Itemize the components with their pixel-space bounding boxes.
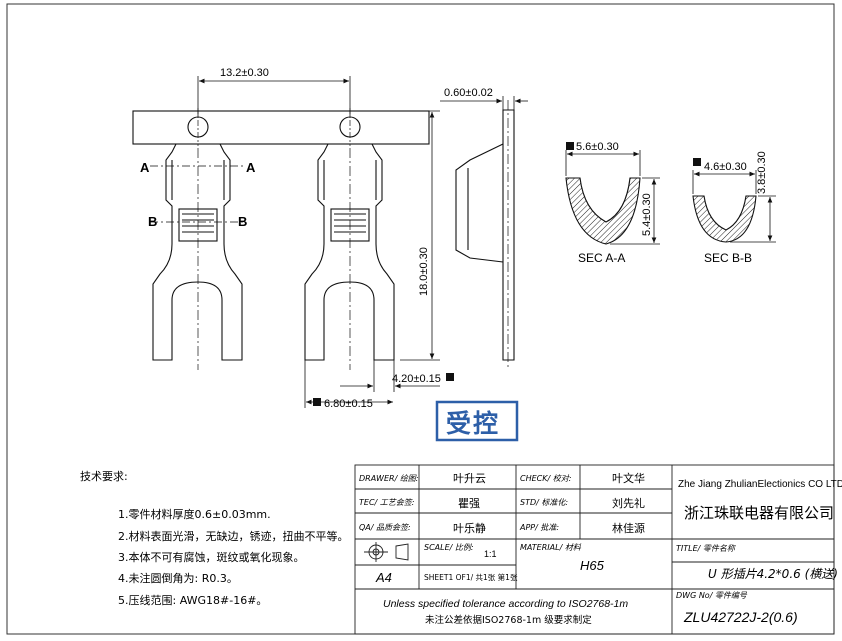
tec-value: 瞿强 xyxy=(458,497,480,510)
side-view xyxy=(455,100,515,370)
sec-bb-width-label: 4.6±0.30 xyxy=(704,161,747,173)
dim-slot-marker xyxy=(446,373,454,381)
tech-item-4: 4.未注圆倒角为: R0.3。 xyxy=(118,571,238,585)
company-en: Zhe Jiang ZhulianElectionics CO LTD xyxy=(678,479,842,490)
carrier-strip xyxy=(132,110,430,145)
app-label: APP/ 批准: xyxy=(519,523,559,532)
scale-value: 1:1 xyxy=(484,549,497,559)
section-b-right: B xyxy=(238,214,247,229)
dim-fork-label: 6.80±0.15 xyxy=(324,398,373,410)
scale-label: SCALE/ 比例: xyxy=(424,543,474,552)
section-bb xyxy=(692,170,776,243)
material-value: H65 xyxy=(580,558,605,573)
section-a-right: A xyxy=(246,160,256,175)
app-value: 林佳源 xyxy=(612,521,645,535)
size-value: A4 xyxy=(375,570,392,585)
title-block xyxy=(354,464,835,635)
std-value: 刘先礼 xyxy=(612,496,645,510)
dim-top-width-label: 13.2±0.30 xyxy=(220,67,269,79)
sheet-value: SHEET1 OF1/ 共1张 第1张 xyxy=(424,572,518,582)
section-cuts xyxy=(150,165,246,223)
dwg-label: DWG No/ 零件编号 xyxy=(676,591,748,600)
dim-height-label: 18.0±0.30 xyxy=(418,247,430,296)
svg-text:受控: 受控 xyxy=(446,409,500,438)
drawer-value: 叶升云 xyxy=(453,472,486,485)
tech-item-3: 3.本体不可有腐蚀，斑纹或氧化现象。 xyxy=(118,550,305,564)
dim-slot-label: 4.20±0.15 xyxy=(392,373,441,385)
sec-aa-caption: SEC A-A xyxy=(578,251,625,265)
section-aa xyxy=(565,150,660,245)
terminal-right xyxy=(304,143,395,370)
projection-symbol xyxy=(364,542,409,562)
sec-bb-height-label: 3.8±0.30 xyxy=(756,151,768,194)
company-cn: 浙江珠联电器有限公司 xyxy=(684,504,834,522)
check-value: 叶文华 xyxy=(612,471,645,485)
terminal-left xyxy=(152,143,243,370)
controlled-stamp: 受控 xyxy=(435,400,519,442)
sec-bb-marker xyxy=(693,158,701,166)
tech-item-5: 5.压线范围: AWG18#-16#。 xyxy=(118,593,267,607)
dwg-value: ZLU42722J-2(0.6) xyxy=(683,609,798,625)
tec-label: TEC/ 工艺会签: xyxy=(359,498,415,507)
dim-fork-marker xyxy=(313,398,321,406)
drawer-label: DRAWER/ 绘图: xyxy=(359,474,419,483)
sec-aa-width-label: 5.6±0.30 xyxy=(576,141,619,153)
dim-thickness xyxy=(440,96,528,110)
tech-heading: 技术要求: xyxy=(80,470,128,483)
dim-top-width xyxy=(197,76,351,116)
qa-value: 叶乐静 xyxy=(453,521,486,535)
sec-aa-marker xyxy=(566,142,574,150)
qa-label: QA/ 品质会签: xyxy=(359,523,411,532)
std-label: STD/ 标准化: xyxy=(520,498,568,507)
dim-height xyxy=(400,110,440,361)
dim-slot xyxy=(340,360,440,392)
tech-item-1: 1.零件材料厚度0.6±0.03mm. xyxy=(118,507,271,521)
dim-thickness-label: 0.60±0.02 xyxy=(444,87,493,99)
sec-aa-height-label: 5.4±0.30 xyxy=(641,193,653,236)
title-value: U 形插片4.2*0.6 (横送) xyxy=(708,567,838,581)
section-a-left: A xyxy=(140,160,150,175)
front-view xyxy=(132,108,430,370)
section-b-left: B xyxy=(148,214,157,229)
material-label: MATERIAL/ 材料 xyxy=(520,543,582,552)
tolerance-en: Unless specified tolerance according to … xyxy=(383,598,628,610)
tolerance-cn: 未注公差依据ISO2768-1m 级要求制定 xyxy=(425,614,592,626)
sec-bb-caption: SEC B-B xyxy=(704,251,752,265)
check-label: CHECK/ 校对: xyxy=(520,474,572,483)
title-label: TITLE/ 零件名称 xyxy=(676,544,737,553)
tech-item-2: 2.材料表面光滑，无缺边，锈迹，扭曲不平等。 xyxy=(118,529,349,543)
